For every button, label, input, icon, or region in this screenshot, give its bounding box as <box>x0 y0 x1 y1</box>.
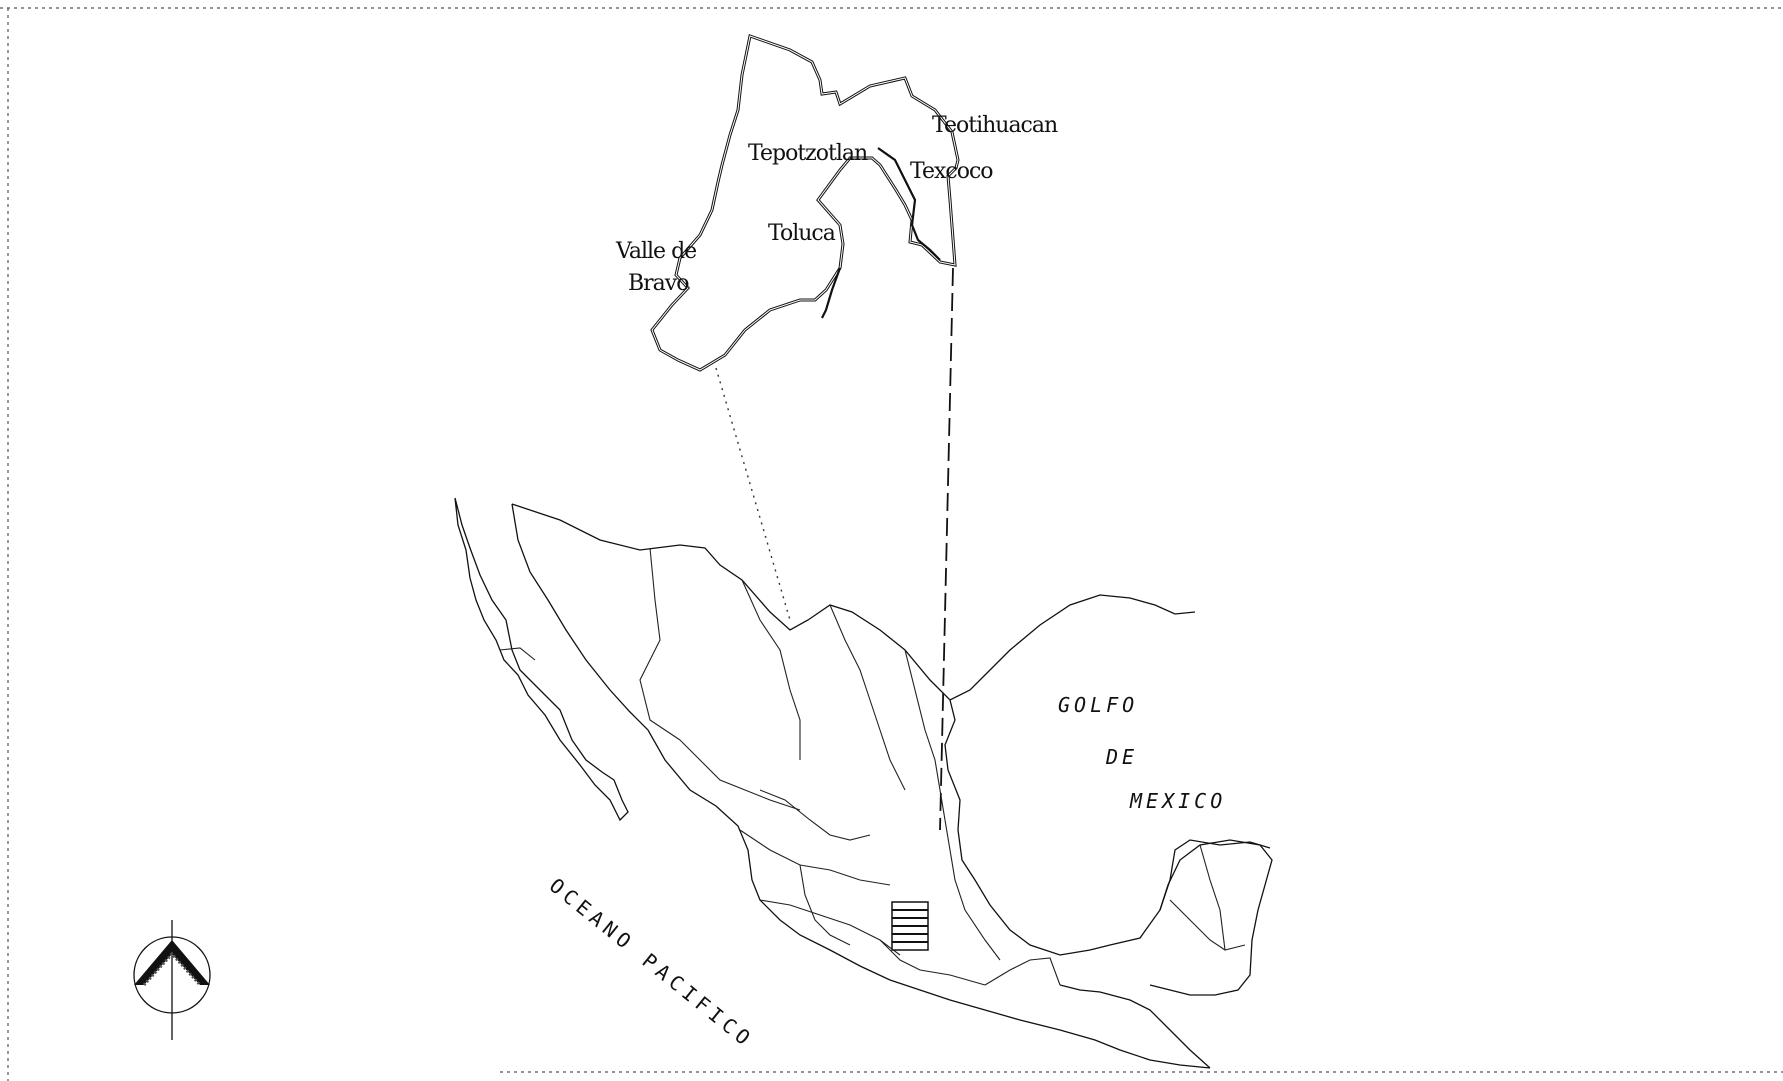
yucatan-peninsula <box>1149 839 1273 996</box>
state-line-central-west <box>739 829 891 886</box>
state-line-nl-tamaulipas <box>904 649 946 821</box>
state-line-sonora-chihuahua <box>639 547 681 741</box>
label-oceano-pacifico: OCEANO PACIFICO <box>545 873 759 1053</box>
state-line-durango-zacatecas <box>759 789 871 841</box>
inset-state-outline <box>650 34 960 372</box>
compass-arrowhead-hatch <box>142 951 202 987</box>
baja-california-peninsula <box>454 497 629 822</box>
baja-state-division <box>499 647 536 661</box>
national-map-edomex-highlight <box>891 901 929 951</box>
state-line-oaxaca <box>984 957 1061 986</box>
state-line-yucatan <box>1199 844 1226 951</box>
inset-state-outline-inner <box>651 35 959 371</box>
gulf-coast <box>944 699 1271 956</box>
mainland-northwest-coast <box>511 503 1196 701</box>
state-line-campeche <box>1169 899 1246 951</box>
compass-north-arrow-icon <box>133 920 211 1040</box>
leader-line-east <box>939 267 954 831</box>
inset-leader-lines <box>715 267 954 831</box>
label-texcoco: Texcoco <box>910 159 993 184</box>
label-de: DE <box>1105 745 1138 769</box>
mexico-national-map <box>454 497 1273 1069</box>
label-bravo: Bravo <box>628 271 689 296</box>
state-line-veracruz-puebla <box>944 819 1001 961</box>
state-line-sinaloa-durango <box>679 739 801 811</box>
label-mexico: MEXICO <box>1129 789 1226 813</box>
leader-line-west <box>715 367 791 621</box>
label-valle-de: Valle de <box>615 239 696 264</box>
southern-border <box>1059 984 1211 1069</box>
label-tepotzotlan: Tepotzotlan <box>748 141 868 166</box>
label-golfo: GOLFO <box>1058 693 1138 717</box>
label-teotihuacan: Teotihuacan <box>932 113 1058 138</box>
inset-internal-boundary-south <box>821 267 842 319</box>
state-line-guerrero <box>879 939 986 986</box>
inset-internal-boundary-east <box>877 147 941 261</box>
state-line-coahuila-nl <box>829 604 906 791</box>
label-toluca: Toluca <box>768 221 836 246</box>
state-line-jalisco-michoacan <box>759 899 901 956</box>
state-line-central <box>799 864 851 946</box>
inset-map-estado-de-mexico: Tepotzotlan Teotihuacan Texcoco Toluca V… <box>615 34 1059 372</box>
state-line-chihuahua-coahuila <box>741 579 801 760</box>
page-frame <box>0 7 1783 1081</box>
